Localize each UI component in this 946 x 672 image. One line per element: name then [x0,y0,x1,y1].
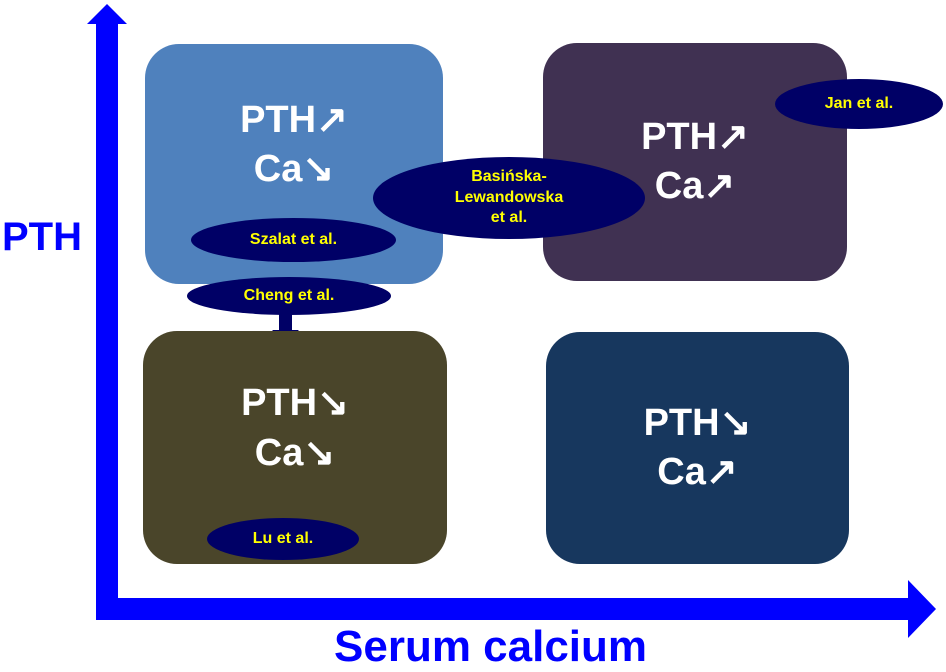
study-label: Jan et al. [824,94,894,112]
quadrant-pth-label: PTH↘ [241,382,349,425]
study-oval-cheng: Cheng et al. [187,277,391,315]
study-label: Szalat et al. [249,230,338,248]
x-axis-arrowhead [908,580,936,638]
x-axis-label: Serum calcium [334,622,648,671]
y-axis-arrowhead [87,4,127,24]
study-oval-lu: Lu et al. [207,518,359,560]
quadrant-high-pth-high-ca: PTH↗ Ca↗ [543,43,847,281]
y-axis-label: PTH [2,215,82,259]
quadrant-pth-label: PTH↘ [643,401,752,444]
quadrant-pth-label: PTH↗ [240,98,348,141]
study-oval-szalat: Szalat et al. [191,218,396,262]
quadrant-ca-label: Ca↘ [253,148,335,190]
y-axis-line [96,20,118,620]
study-label: Cheng et al. [243,286,335,304]
study-oval-jan: Jan et al. [775,79,943,129]
quadrant-ca-label: Ca↗ [657,451,738,493]
quadrant-ca-label: Ca↗ [654,165,736,207]
quadrant-low-pth-high-ca: PTH↘ Ca↗ [546,332,849,564]
study-label-line: Basińska- [471,167,547,185]
quadrant-pth-label: PTH↗ [641,115,749,158]
quadrant-ca-label: Ca↘ [254,431,336,474]
study-label-line: et al. [490,209,528,227]
study-oval-basinska-lewandowska: Basińska- Lewandowska et al. [373,157,645,239]
study-label-line: Lewandowska [454,188,564,206]
cheng-arrow-shaft [279,312,292,332]
x-axis-line [96,598,911,620]
study-label: Lu et al. [252,529,314,547]
